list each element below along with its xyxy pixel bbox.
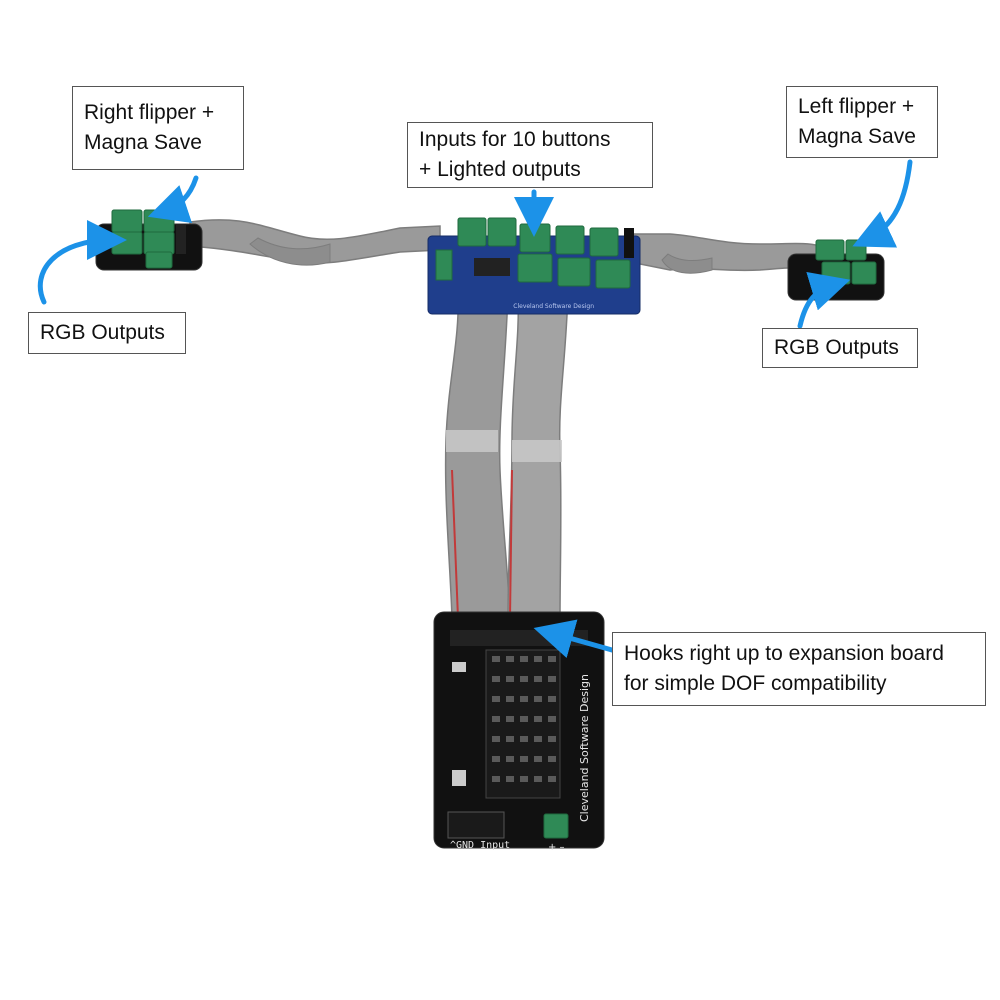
arrow-rgb-right	[797, 272, 851, 329]
callout-left-flipper-line2: Magna Save	[798, 125, 916, 148]
callout-left-flipper-line1: Left flipper +	[798, 95, 915, 118]
arrow-right-flipper	[147, 175, 199, 224]
led-array	[485, 649, 561, 799]
arrow-left-flipper	[852, 159, 913, 248]
ribbon-cable-vertical-right	[507, 291, 569, 619]
callout-right-flipper: Right flipper + Magna Save	[72, 86, 244, 170]
terminal-polarity-label: + –	[548, 842, 565, 853]
ribbon-cable-vertical-left	[444, 291, 511, 619]
callout-right-flipper-line2: Magna Save	[84, 131, 202, 154]
callout-inputs-line1: Inputs for 10 buttons	[419, 128, 611, 151]
callout-rgb-left-line1: RGB Outputs	[40, 321, 165, 344]
gnd-input-label: ^GND Input	[450, 840, 510, 851]
callout-inputs-line2: + Lighted outputs	[419, 158, 581, 181]
callout-expansion-line2: for simple DOF compatibility	[624, 672, 887, 695]
callout-left-flipper: Left flipper + Magna Save	[786, 86, 938, 158]
callout-right-flipper-line1: Right flipper +	[84, 101, 215, 124]
callout-rgb-right: RGB Outputs	[762, 328, 918, 368]
expansion-board: Cleveland Software Design ^GND Input + –	[433, 611, 605, 853]
callout-rgb-left: RGB Outputs	[28, 312, 186, 354]
callout-expansion-line1: Hooks right up to expansion board	[624, 642, 944, 665]
center-input-board: Cleveland Software Design	[427, 217, 641, 315]
callout-expansion: Hooks right up to expansion board for si…	[612, 632, 986, 706]
ribbon-cable-left	[189, 219, 441, 266]
center-board-brand: Cleveland Software Design	[513, 303, 594, 310]
arrow-rgb-left	[37, 220, 127, 305]
expansion-board-brand: Cleveland Software Design	[578, 674, 591, 822]
arrow-expansion	[533, 619, 615, 659]
callout-inputs: Inputs for 10 buttons + Lighted outputs	[407, 122, 653, 188]
callout-rgb-right-line1: RGB Outputs	[774, 336, 899, 359]
